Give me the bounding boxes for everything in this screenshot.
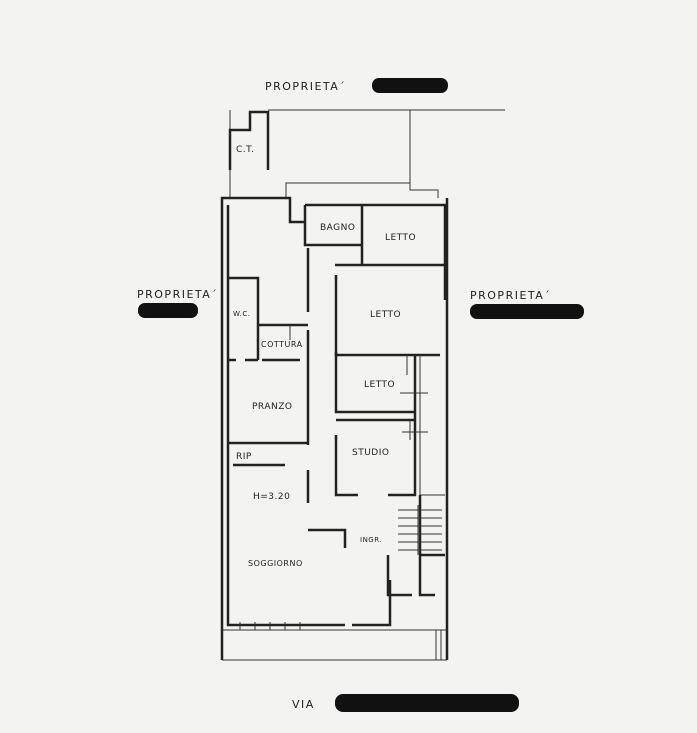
room-ct-label: C.T. [236, 145, 254, 155]
room-letto3-label: LETTO [364, 380, 395, 390]
neighbor-top-label: PROPRIETA´ [265, 80, 346, 93]
room-studio-label: STUDIO [352, 448, 389, 458]
property-lines [228, 109, 505, 198]
room-wc-label: W.C. [233, 310, 250, 318]
room-pranzo-label: PRANZO [252, 402, 292, 412]
room-cottura-label: COTTURA [261, 340, 303, 349]
ceiling-height-label: H=3.20 [253, 492, 290, 502]
redaction-left [138, 303, 198, 318]
outer-walls [220, 196, 449, 661]
redaction-top [372, 78, 448, 93]
staircase [398, 505, 442, 555]
interior-walls [228, 205, 445, 597]
room-letto1-label: LETTO [385, 233, 416, 243]
neighbor-left-label: PROPRIETA´ [137, 288, 218, 301]
room-rip-label: RIP [236, 452, 252, 462]
street-label: VIA [292, 698, 315, 711]
room-soggiorno-label: SOGGIORNO [248, 559, 303, 568]
redaction-right [470, 304, 584, 319]
room-bagno-label: BAGNO [320, 223, 355, 233]
redaction-bottom [335, 694, 519, 712]
room-letto2-label: LETTO [370, 310, 401, 320]
room-ingr-label: INGR. [360, 536, 382, 544]
neighbor-right-label: PROPRIETA´ [470, 289, 551, 302]
windows [239, 325, 428, 630]
